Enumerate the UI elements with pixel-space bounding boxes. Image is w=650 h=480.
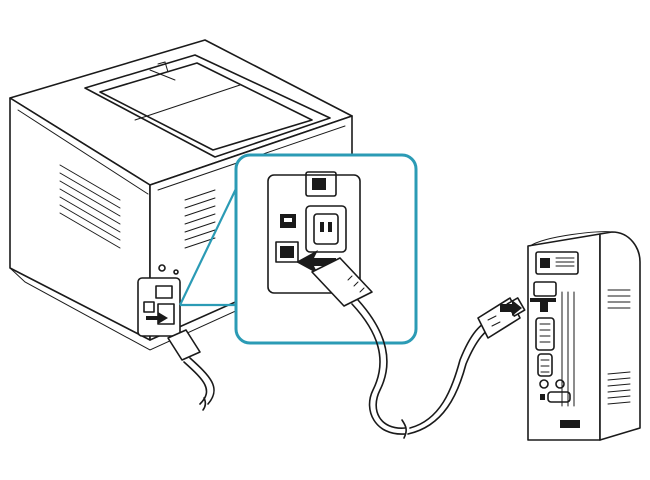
connector-arrow-icon [296,250,336,274]
printer-side-vents [59,164,121,249]
printer-port-area [137,264,181,337]
computer-side-vents [607,289,631,405]
desktop-computer-icon [500,231,641,441]
printer-back-vents [184,189,216,249]
printer-port-arrow-icon [146,312,168,324]
callout-zoom-panel [179,153,418,345]
